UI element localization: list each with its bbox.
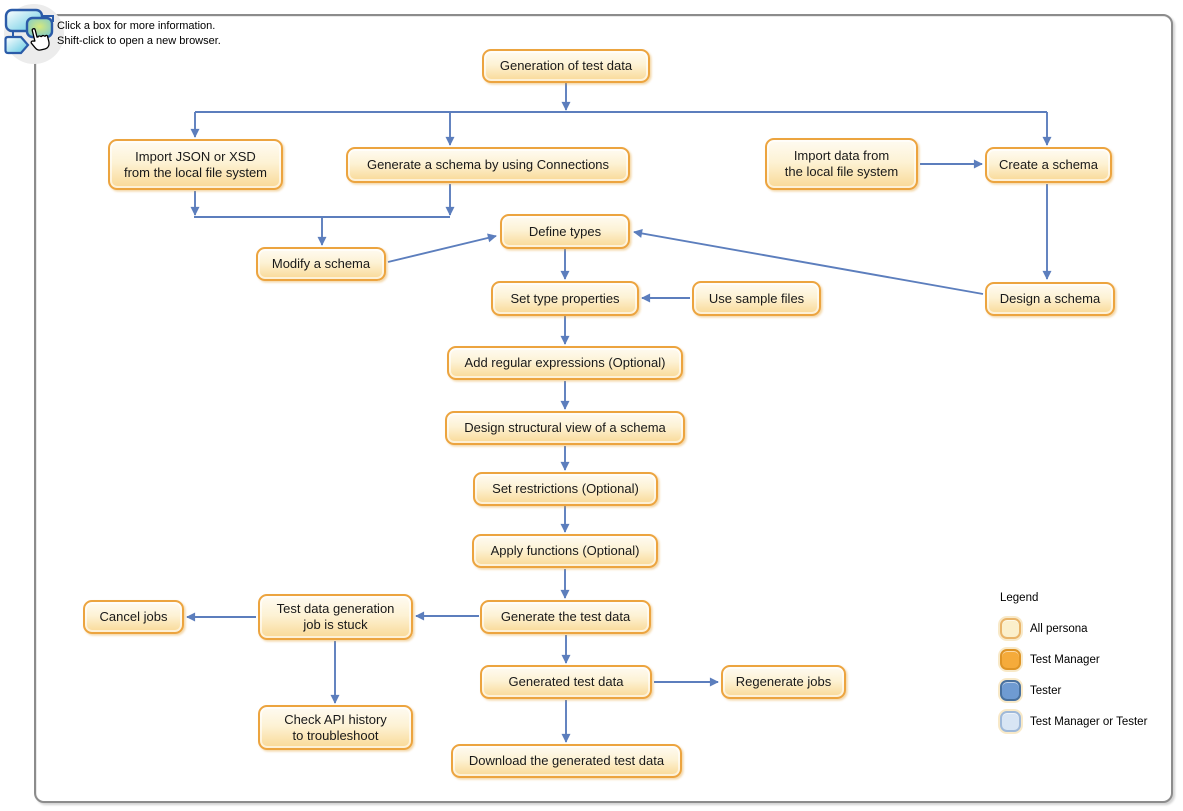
flow-box-create-a-schema[interactable]: Create a schema [985, 147, 1112, 183]
legend-item-test-manager: Test Manager [1000, 648, 1147, 671]
legend-label-test-manager: Test Manager [1030, 653, 1100, 666]
flow-box-set-restrictions[interactable]: Set restrictions (Optional) [473, 472, 658, 506]
flow-box-apply-functions[interactable]: Apply functions (Optional) [472, 534, 658, 568]
flow-box-download-generated-test-data[interactable]: Download the generated test data [451, 744, 682, 778]
instructions: Click a box for more information. Shift-… [57, 19, 221, 48]
legend-item-all-persona: All persona [1000, 617, 1147, 640]
flow-box-check-api-history[interactable]: Check API history to troubleshoot [258, 705, 413, 750]
flow-box-design-structural-view[interactable]: Design structural view of a schema [445, 411, 685, 445]
legend-item-tester: Tester [1000, 679, 1147, 702]
flow-box-define-types[interactable]: Define types [500, 214, 630, 249]
legend-label-tester: Tester [1030, 684, 1062, 697]
logo-hexagon [4, 35, 30, 55]
hand-cursor-icon [30, 28, 50, 51]
flow-box-regenerate-jobs[interactable]: Regenerate jobs [721, 665, 846, 699]
legend-swatch-test-manager-or-tester [1000, 711, 1021, 732]
flow-box-set-type-properties[interactable]: Set type properties [491, 281, 639, 316]
legend-item-test-manager-or-tester: Test Manager or Tester [1000, 710, 1147, 733]
legend-label-all-persona: All persona [1030, 622, 1088, 635]
flow-box-generation-of-test-data[interactable]: Generation of test data [482, 49, 650, 83]
logo-connector-right [40, 15, 54, 22]
legend-swatch-test-manager [1000, 649, 1021, 670]
instruction-line-1: Click a box for more information. [57, 20, 216, 32]
flow-box-generate-schema-connections[interactable]: Generate a schema by using Connections [346, 147, 630, 183]
flow-box-import-data-local[interactable]: Import data from the local file system [765, 138, 918, 190]
taskflow-logo-icon [4, 4, 64, 64]
legend-title: Legend [1000, 592, 1039, 604]
logo-box-2 [25, 16, 54, 39]
flow-box-generated-test-data[interactable]: Generated test data [480, 665, 652, 699]
flow-box-modify-a-schema[interactable]: Modify a schema [256, 247, 386, 281]
flow-box-test-data-job-stuck[interactable]: Test data generation job is stuck [258, 594, 413, 640]
flow-box-generate-the-test-data[interactable]: Generate the test data [480, 600, 651, 634]
flow-box-import-json-or-xsd[interactable]: Import JSON or XSD from the local file s… [108, 139, 283, 190]
legend-swatch-all-persona [1000, 618, 1021, 639]
flow-box-use-sample-files[interactable]: Use sample files [692, 281, 821, 316]
flow-box-cancel-jobs[interactable]: Cancel jobs [83, 600, 184, 634]
instruction-line-2: Shift-click to open a new browser. [57, 34, 221, 47]
flow-box-add-regular-expressions[interactable]: Add regular expressions (Optional) [447, 346, 683, 380]
flow-box-design-a-schema[interactable]: Design a schema [985, 282, 1115, 316]
legend-swatch-tester [1000, 680, 1021, 701]
legend-label-test-manager-or-tester: Test Manager or Tester [1030, 715, 1148, 728]
